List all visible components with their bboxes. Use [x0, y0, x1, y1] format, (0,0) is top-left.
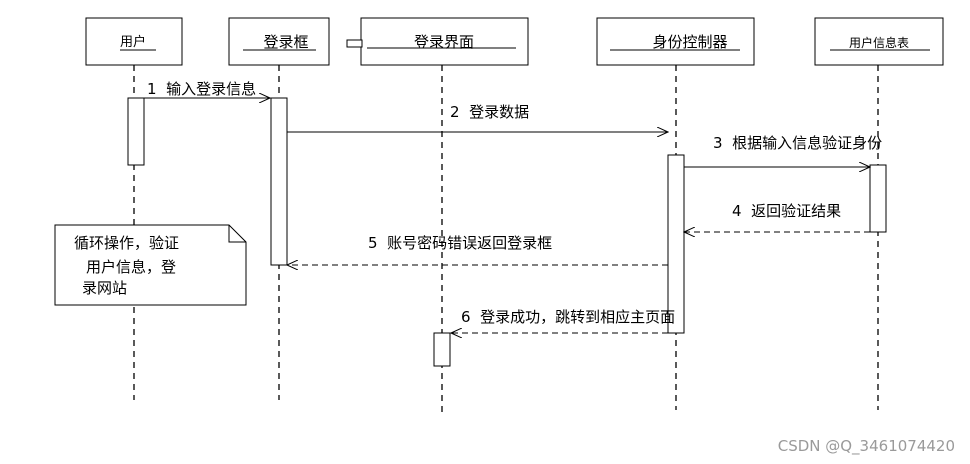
note-line-1: 循环操作，验证: [74, 234, 179, 252]
activation-user-info-table: [869, 164, 887, 233]
message-5-label: 5 账号密码错误返回登录框: [368, 234, 552, 252]
activation-identity-controller: [667, 154, 685, 334]
participant-login-page: 登录界面: [346, 17, 529, 66]
participant-login-page-label: 登录界面: [414, 33, 474, 51]
participant-identity-controller: 身份控制器: [596, 17, 755, 66]
participant-user: 用户: [85, 17, 183, 66]
participant-user-info-table-label: 用户信息表: [849, 35, 909, 50]
participant-identity-controller-label: 身份控制器: [652, 33, 727, 51]
activations: [127, 97, 887, 367]
activation-user: [127, 97, 145, 166]
participant-login-box: 登录框: [228, 17, 330, 66]
activation-login-page: [433, 332, 451, 367]
participant-user-info-table: 用户信息表: [814, 17, 944, 66]
message-labels: 1 输入登录信息 2 登录数据 3 根据输入信息验证身份 4 返回验证结果 5 …: [147, 80, 882, 326]
message-6-label: 6 登录成功，跳转到相应主页面: [461, 308, 675, 326]
message-1-label: 1 输入登录信息: [147, 80, 256, 98]
participant-user-label: 用户: [120, 34, 146, 50]
loop-note: 循环操作，验证 用户信息，登 录网站: [54, 224, 247, 306]
watermark-text: CSDN @Q_3461074420: [778, 437, 955, 456]
message-2-label: 2 登录数据: [450, 103, 529, 121]
activation-login-box: [270, 97, 288, 266]
message-4-label: 4 返回验证结果: [732, 202, 841, 220]
note-line-3: 录网站: [82, 279, 127, 297]
component-icon: [346, 39, 363, 48]
messages: [134, 98, 870, 333]
note-line-2: 用户信息，登: [86, 258, 176, 276]
participant-login-box-label: 登录框: [263, 33, 308, 51]
message-3-label: 3 根据输入信息验证身份: [713, 134, 882, 152]
